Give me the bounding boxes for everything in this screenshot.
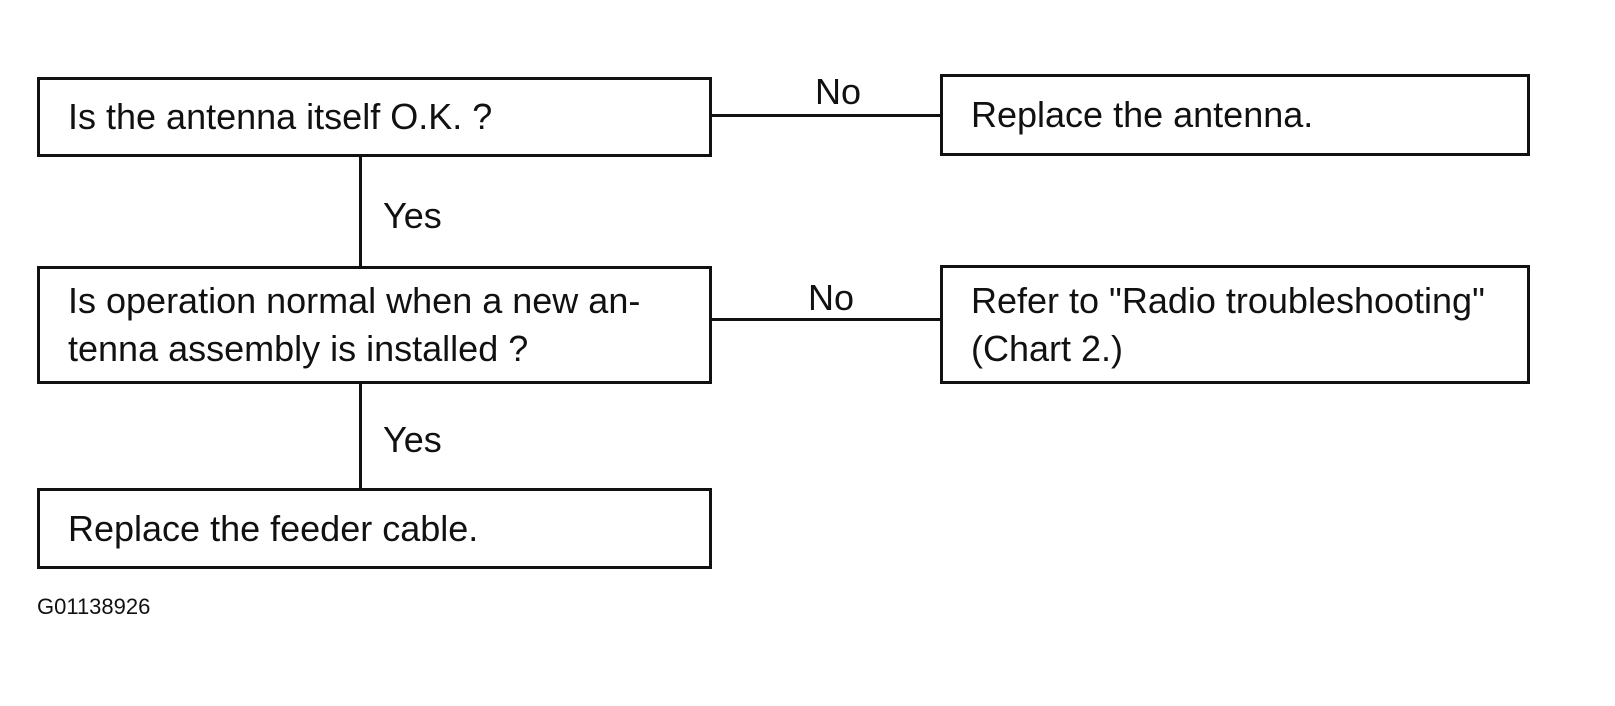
question-antenna-ok-text: Is the antenna itself O.K. ? [68,96,493,137]
no-connector-1 [712,114,942,117]
question-new-antenna-box: Is operation normal when a new an- tenna… [37,266,712,384]
radio-troubleshooting-text: Refer to "Radio troubleshooting" (Chart … [971,279,1485,369]
yes-label-1: Yes [383,195,442,236]
replace-feeder-cable-text: Replace the feeder cable. [68,507,479,549]
yes-connector-2 [359,384,362,488]
no-label-2: No [808,277,855,318]
figure-code: G01138926 [37,594,151,619]
no-label-1: No [815,71,862,112]
radio-troubleshooting-box: Refer to "Radio troubleshooting" (Chart … [940,265,1530,384]
question-new-antenna-text: Is operation normal when a new an- tenna… [68,280,641,369]
yes-label-2: Yes [383,419,442,460]
question-antenna-ok-box: Is the antenna itself O.K. ? [37,77,712,157]
yes-connector-1 [359,157,362,266]
replace-feeder-cable-box: Replace the feeder cable. [37,488,712,569]
replace-antenna-box: Replace the antenna. [940,74,1530,156]
replace-antenna-text: Replace the antenna. [971,94,1314,135]
no-connector-2 [712,318,942,321]
